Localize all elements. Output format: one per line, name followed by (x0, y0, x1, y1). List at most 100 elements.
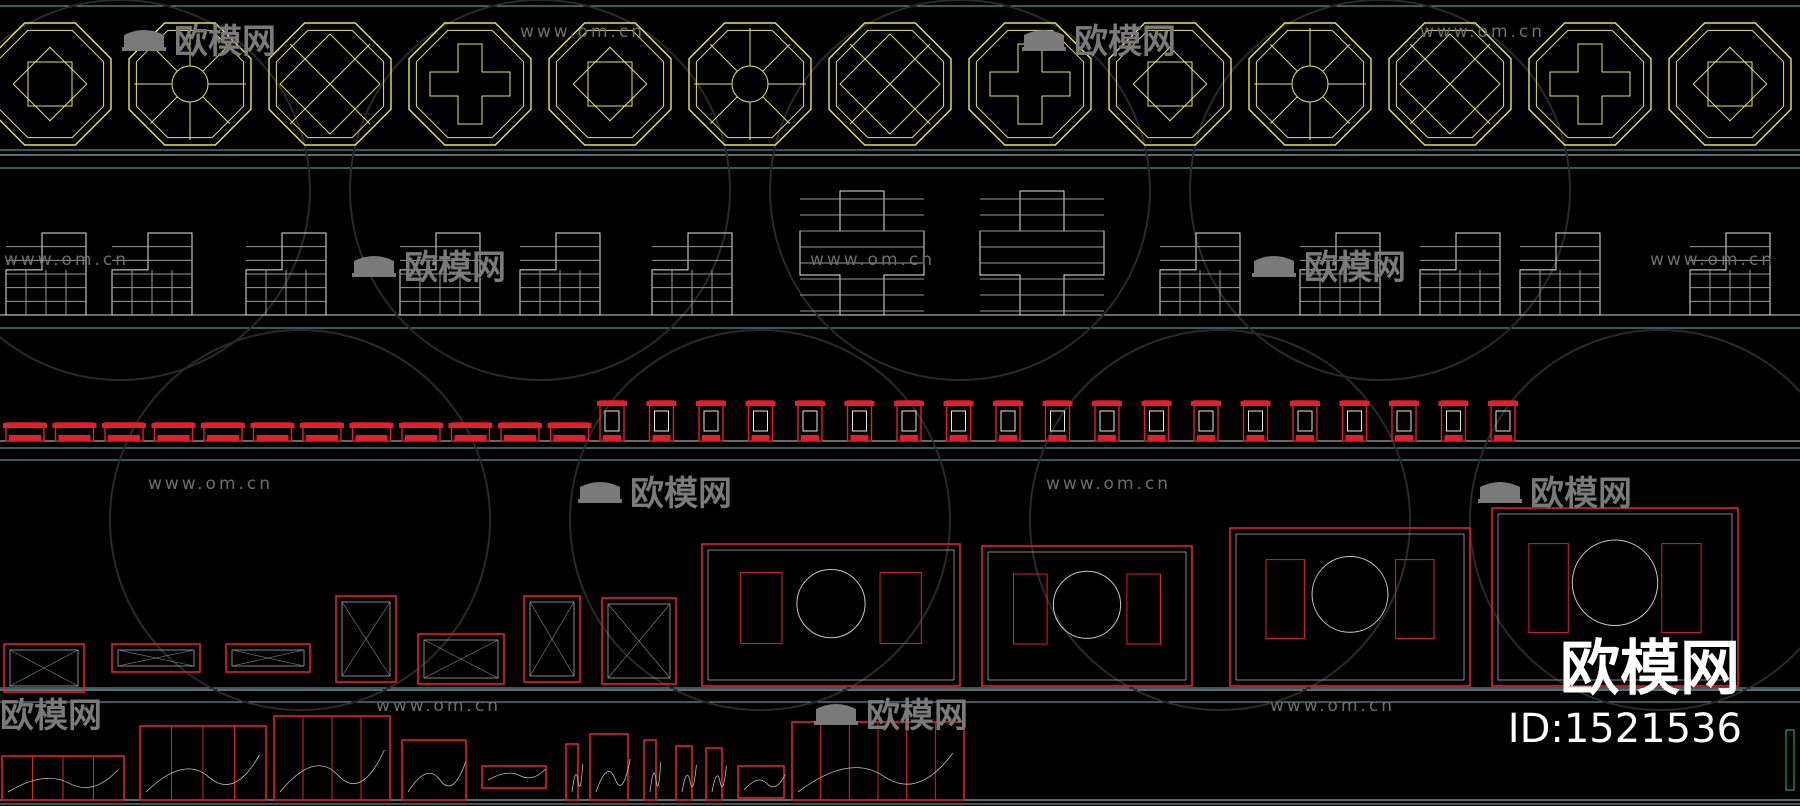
screen-frame (401, 739, 467, 801)
elevation-frame (523, 595, 581, 683)
pedestal (300, 422, 344, 442)
lattice-diagonal (289, 43, 371, 125)
sofa-icon (814, 703, 858, 725)
wall-elevation (417, 633, 505, 685)
pedestal-top (1240, 401, 1271, 406)
pedestal (1240, 400, 1271, 442)
watermark-logo: 欧模网 (0, 696, 102, 736)
elevation-hatch (117, 649, 195, 667)
screen-frame (675, 745, 693, 801)
octagon-panel (1108, 22, 1232, 146)
elevation-frame (111, 643, 201, 673)
pedestal (993, 400, 1023, 442)
lattice-diamond (279, 33, 381, 135)
lattice-spoke (202, 96, 230, 124)
elevation-inner (707, 549, 955, 681)
watermark-circle (1029, 329, 1411, 711)
screen-frame (705, 747, 723, 801)
lattice-window (1299, 232, 1381, 316)
watermark-logo: 欧模网 (1250, 240, 1406, 289)
lattice-l-outline (1689, 232, 1771, 316)
elevation-panel (879, 571, 922, 644)
octagon-inner (555, 29, 665, 139)
scale-bar (1785, 729, 1795, 791)
pedestal-top (1042, 401, 1073, 406)
elevation-frame (1491, 507, 1739, 687)
watermark-url: www.om.cn (4, 250, 130, 270)
lattice-spoke (202, 44, 230, 72)
screen-carving (711, 765, 727, 793)
octagon-outline (828, 22, 952, 146)
elevation-inner (231, 649, 305, 667)
sofa-icon (352, 255, 396, 277)
watermark-url: www.om.cn (1420, 22, 1546, 42)
wall-elevation (1229, 527, 1471, 687)
lattice-window (519, 232, 601, 316)
screen-carving (407, 761, 466, 793)
lattice-spoke (1322, 44, 1350, 72)
wall-elevation-row (3, 507, 1739, 693)
pedestal (448, 422, 493, 442)
watermark-url: www.om.cn (1650, 250, 1776, 270)
watermark-circle (569, 329, 951, 711)
pedestal-top (943, 401, 974, 406)
lattice-square (1692, 46, 1768, 122)
screen-carving (681, 764, 697, 793)
octagon-outline (408, 22, 532, 146)
lattice-cross-outline (979, 190, 1105, 316)
lattice-window (651, 232, 733, 316)
pedestal (151, 422, 196, 442)
lattice-window (399, 232, 481, 316)
lattice-spoke (762, 44, 790, 72)
pedestal-carving (604, 410, 620, 432)
watermark-circle (769, 0, 1151, 381)
lattice-l-outline (519, 232, 601, 316)
sofa-icon (1478, 481, 1522, 503)
screen-panel (589, 733, 631, 801)
pedestal-top (894, 401, 924, 406)
screen-carving (649, 761, 662, 793)
lattice-square (1132, 46, 1208, 122)
lattice-square (1707, 61, 1753, 107)
pedestal-top (844, 401, 875, 406)
pedestal-carving (703, 410, 719, 432)
octagon-panel (548, 22, 672, 146)
elevation-panel (1013, 573, 1048, 645)
pedestal (201, 422, 245, 442)
screen-panel (737, 765, 786, 799)
pedestal-base (504, 435, 536, 441)
watermark-url: www.om.cn (376, 696, 502, 716)
pedestal (547, 422, 592, 442)
lattice-spoke (710, 96, 738, 124)
pedestal (52, 422, 97, 442)
octagon-outline (968, 22, 1092, 146)
wall-elevation (701, 543, 961, 687)
elevation-hatch (9, 649, 79, 687)
pedestal-top (1438, 401, 1469, 406)
pedestal-top (646, 401, 677, 406)
elevation-frame (3, 643, 85, 693)
sofa-icon (578, 481, 622, 503)
screen-carving (571, 763, 584, 793)
lattice-diamond (1399, 33, 1501, 135)
octagon-inner (975, 29, 1085, 139)
screen-frame (737, 765, 785, 799)
elevation-frame (1229, 527, 1471, 687)
octagon-panel (1388, 22, 1512, 146)
pedestal-base (405, 435, 437, 441)
elevation-frame (701, 543, 961, 687)
pedestal-base (108, 435, 140, 441)
lattice-l-outline (111, 232, 193, 316)
screen-frame (589, 733, 629, 801)
pedestal (1438, 400, 1469, 442)
pedestal-base (1395, 435, 1413, 441)
octagon-inner (1255, 29, 1365, 139)
pedestal-top (1488, 401, 1518, 406)
pedestal-carving (753, 410, 768, 432)
octagon-outline (1528, 22, 1652, 146)
lattice-window (979, 190, 1105, 316)
pedestal-base (9, 435, 41, 441)
octagon-outline (128, 22, 252, 146)
screen-carving (279, 749, 385, 793)
pedestal-top (399, 423, 443, 428)
